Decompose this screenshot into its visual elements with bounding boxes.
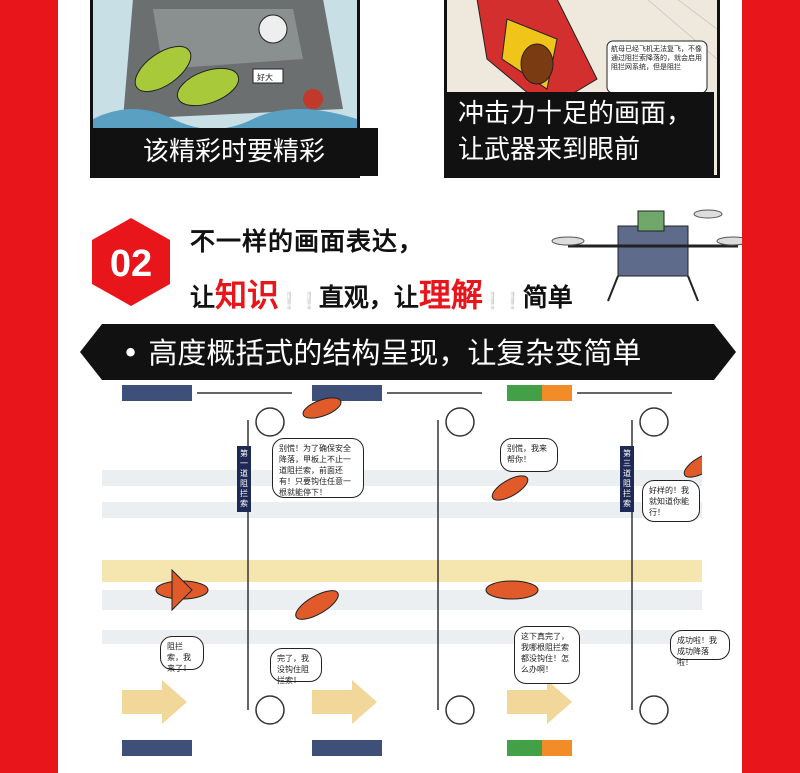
speech-bubble: 完了，我没钩住阻拦索！ [270,648,322,685]
speech-bubble: 阻拦索，我来了！ [160,636,204,673]
panel2-bubble: 航母已经飞机无法复飞，不像通过阻拦索降落的，就会启用阻拦网系统，但是阻拦 [611,45,702,71]
title-highlight-knowledge: 知识 [215,276,280,314]
wire-label-1: 第一道阻拦索 [237,446,251,512]
title-highlight-understanding: 理解 [418,276,483,314]
panel1-bubble-text: 好大 [257,72,273,82]
speech-bubble: 好样的！我就知道你能行！ [642,480,700,522]
panel1-caption: 该精彩时要精彩 [90,128,378,176]
title-part-e: 简单 [522,283,573,312]
banner-text: • 高度概括式的结构呈现，让复杂变简单 [122,336,642,370]
panel2-caption-line2: 让武器来到眼前 [458,135,641,165]
section-title-line2: 让知识❕❕直观，让理解❕❕简单 [190,270,573,316]
speech-bubble: 这下真完了，我哪根阻拦索都没钩住！怎么办啊！ [514,626,580,684]
title-mark-icon-2: ❕❕ [482,291,523,310]
wire-label-3: 第三道阻拦索 [620,446,634,512]
speech-bubble: 别慌！为了确保安全降落，甲板上不止一道阻拦索，前面还有！只要钩住任意一根就能停下… [272,438,364,498]
section-number: 02 [110,243,152,285]
section-banner [80,324,736,380]
page: 好大 该精彩时要精彩 航母已经飞机无法复飞，不像通过阻拦索降落的，就会启用阻拦网… [58,0,742,773]
arresting-wire-diagram: 第一道阻拦索 第三道阻拦索 别慌！为了确保安全降落，甲板上不止一道阻拦索，前面还… [102,380,742,773]
diagram-drawing [102,385,742,756]
section-title-line1: 不一样的画面表达， [190,227,425,256]
panel2-caption: 冲击力十足的画面， 让武器来到眼前 [444,92,714,176]
title-part-a: 让 [190,283,216,312]
speech-bubble: 别慌，我来帮你！ [500,438,558,472]
section-number-badge: 02 [90,216,172,308]
panel2-caption-line1: 冲击力十足的画面， [458,99,693,129]
title-mark-icon: ❕❕ [279,291,319,310]
drone-illustration [551,209,742,302]
title-part-c: 直观，让 [318,283,419,312]
speech-bubble: 成功啦！我成功降落啦！ [670,630,730,667]
